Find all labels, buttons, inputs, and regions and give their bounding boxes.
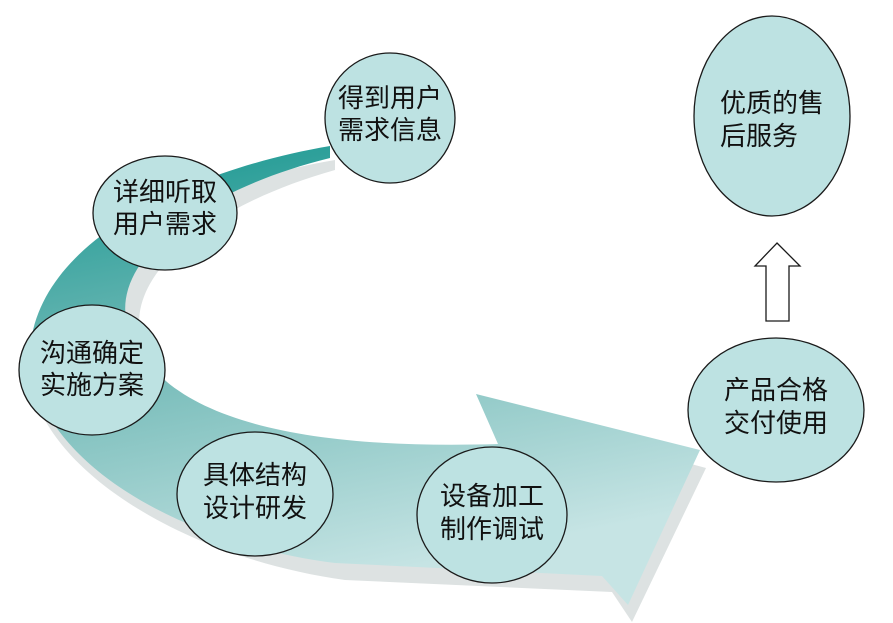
step-get-requirements: 得到用户 需求信息: [324, 52, 456, 184]
step-label: 用户需求: [113, 210, 217, 240]
step-after-sales: 优质的售 后服务: [693, 15, 851, 217]
step-confirm-plan: 沟通确定 实施方案: [18, 304, 166, 436]
step-label: 设计研发: [203, 494, 307, 524]
step-label: 具体结构: [203, 461, 307, 491]
step-label: 优质的售: [720, 89, 824, 119]
up-arrow-icon: [753, 242, 802, 322]
step-label: 详细听取: [113, 178, 217, 208]
step-label: 后服务: [720, 122, 798, 152]
step-label: 产品合格: [724, 376, 828, 406]
step-delivery: 产品合格 交付使用: [687, 337, 865, 483]
step-label: 制作调试: [440, 515, 544, 545]
step-label: 设备加工: [440, 482, 544, 512]
step-label: 沟通确定: [40, 339, 144, 369]
step-label: 交付使用: [724, 409, 828, 439]
step-design: 具体结构 设计研发: [176, 431, 334, 557]
step-label: 实施方案: [40, 371, 144, 401]
step-label: 得到用户: [338, 84, 442, 114]
step-label: 需求信息: [338, 116, 442, 146]
step-manufacture: 设备加工 制作调试: [416, 446, 568, 584]
step-listen-requirements: 详细听取 用户需求: [92, 155, 238, 271]
